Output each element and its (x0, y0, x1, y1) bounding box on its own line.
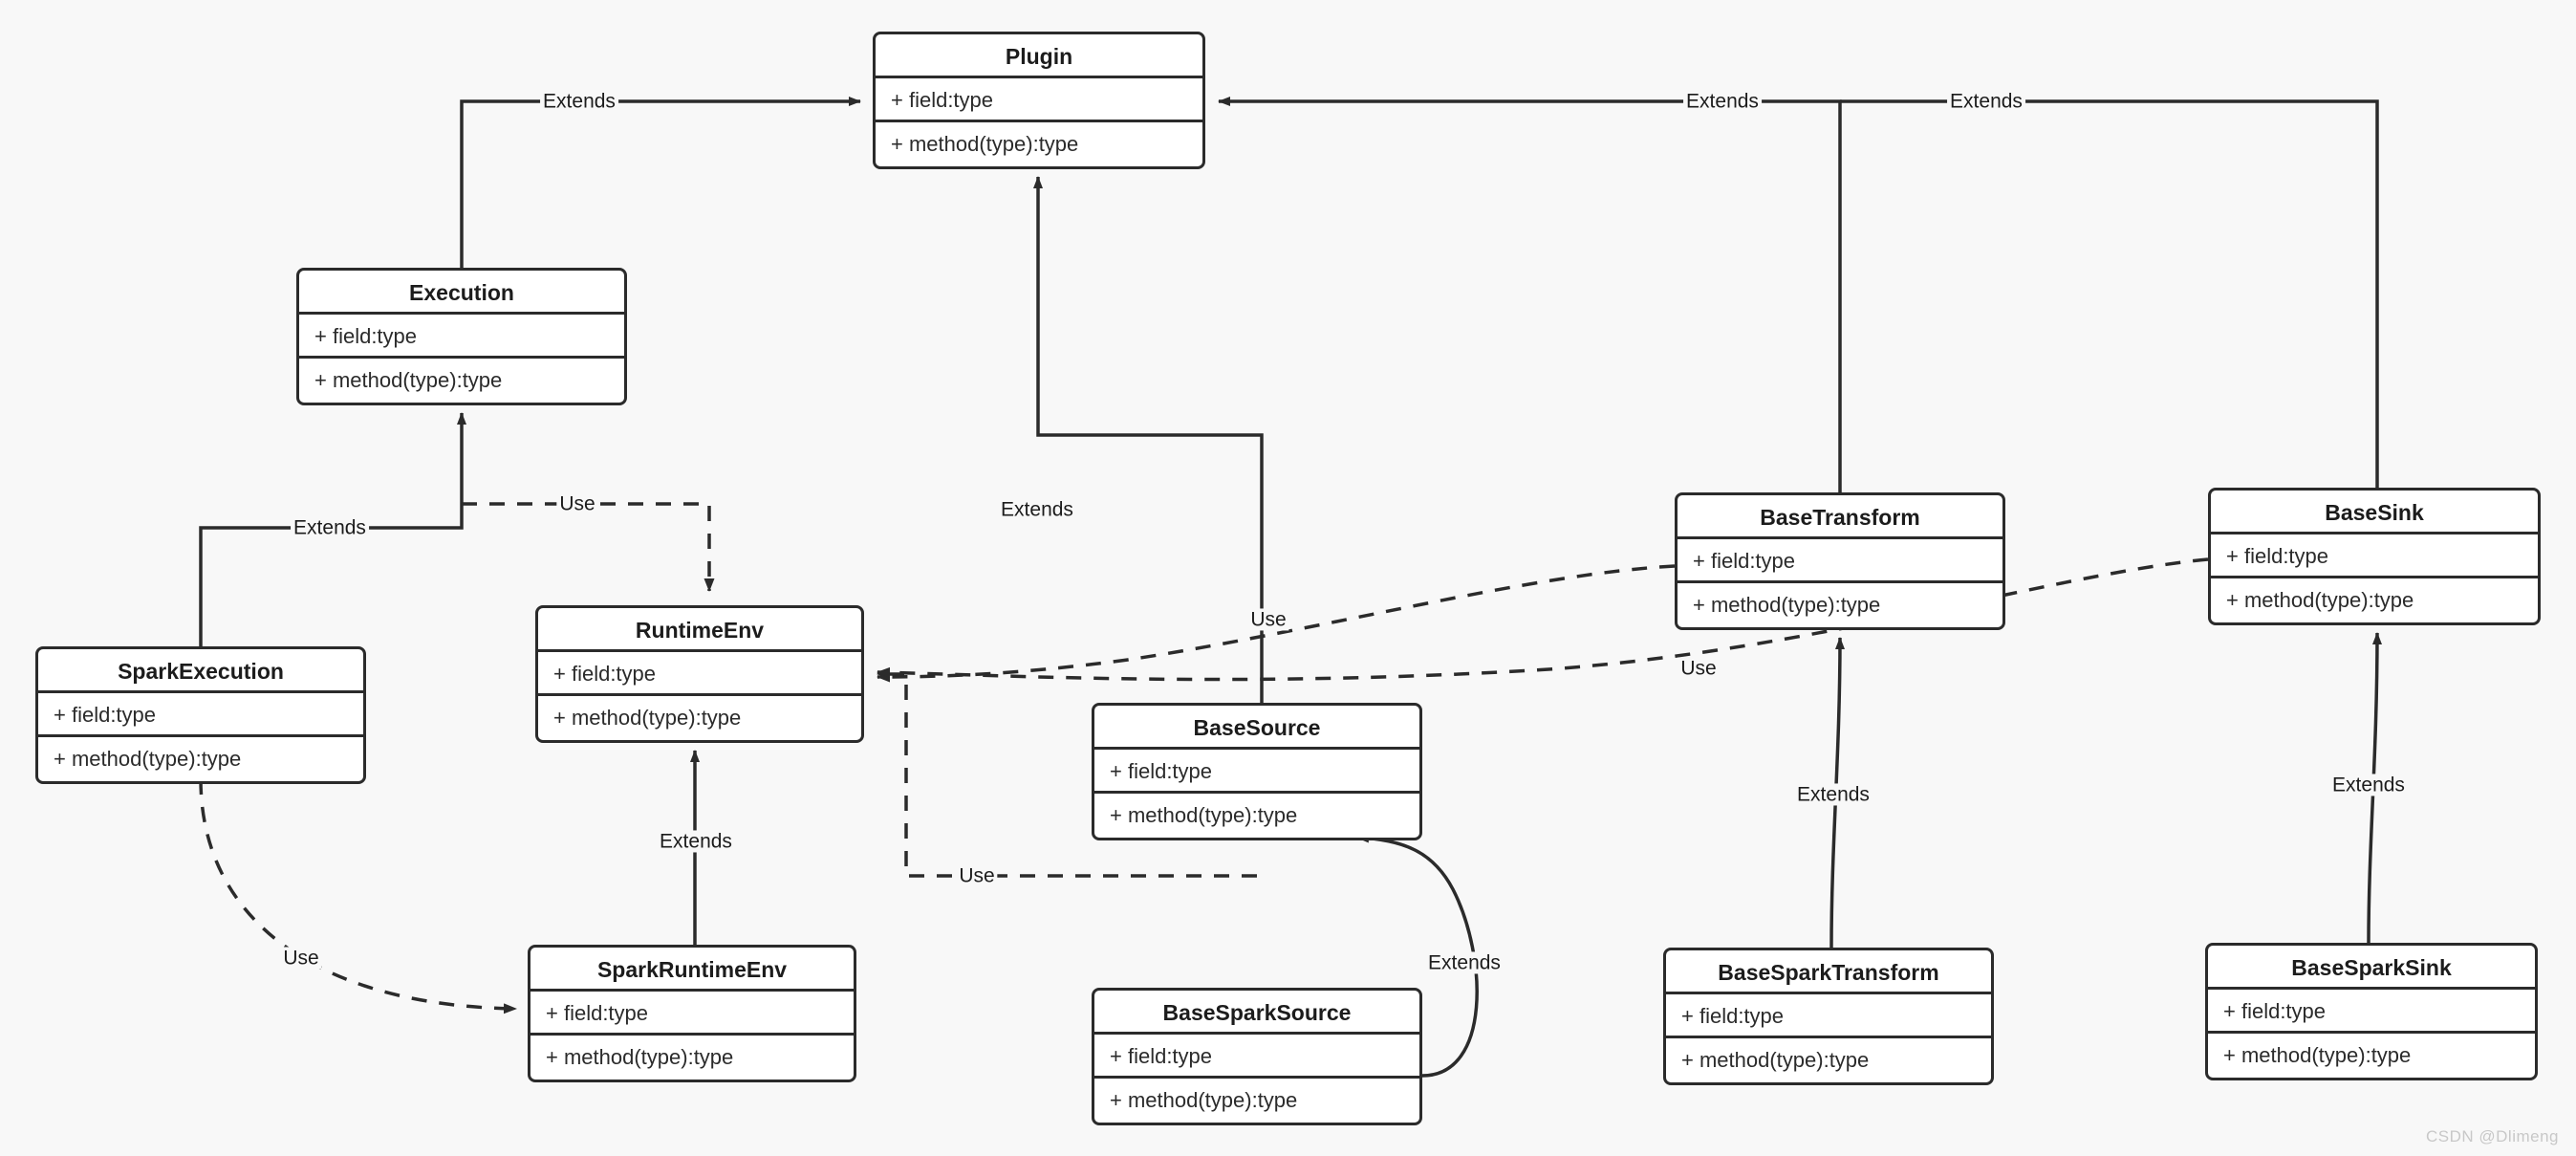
class-method-row: + method(type):type (546, 1045, 734, 1069)
edge-basesparksource-extends-basesource (1356, 833, 1479, 1078)
class-field-row: + field:type (1678, 539, 2002, 583)
class-field-row: + field:type (876, 78, 1202, 122)
class-title: BaseSparkSink (2208, 946, 2535, 990)
edge-label-basesparktransform-extends-basetransform: Extends (1794, 783, 1872, 806)
class-field-row: + field:type (530, 992, 854, 1036)
edge-basesource-use-runtimeenv (877, 668, 1257, 878)
class-method-row: + method(type):type (1681, 1048, 1870, 1072)
edge-label-basesink-extends-plugin: Extends (1947, 90, 2025, 113)
class-box-base-spark-source[interactable]: BaseSparkSource + field:type + method(ty… (1092, 988, 1422, 1125)
class-method-row: + method(type):type (314, 368, 503, 392)
watermark: CSDN @Dlimeng (2425, 1127, 2559, 1145)
class-method-row: + method(type):type (54, 747, 242, 771)
class-box-execution[interactable]: Execution + field:type + method(type):ty… (296, 268, 627, 405)
class-box-base-transform[interactable]: BaseTransform + field:type + method(type… (1675, 492, 2005, 630)
edge-basesource-extends-plugin (1033, 176, 1264, 703)
edge-label-execution-use-runtimeenv: Use (556, 492, 598, 515)
class-method-row: + method(type):type (553, 706, 742, 730)
edge-basesink-extends-plugin (1840, 99, 2379, 488)
class-box-base-spark-sink[interactable]: BaseSparkSink + field:type + method(type… (2205, 943, 2538, 1080)
class-title: BaseTransform (1678, 495, 2002, 539)
edge-basesink-use-runtimeenv (877, 557, 2209, 682)
edge-label-basesparksource-extends-basesource: Extends (1425, 951, 1504, 974)
class-box-base-source[interactable]: BaseSource + field:type + method(type):t… (1092, 703, 1422, 840)
class-method-row: + method(type):type (2226, 588, 2414, 612)
class-field-row: + field:type (538, 652, 861, 696)
class-field-row: + field:type (1094, 750, 1419, 794)
class-box-plugin[interactable]: Plugin + field:type + method(type):type (873, 32, 1205, 169)
class-title: RuntimeEnv (538, 608, 861, 652)
class-title: BaseSink (2211, 491, 2538, 534)
class-title: BaseSource (1094, 706, 1419, 750)
edge-label-sparkexecution-use-sparkruntimeenv: Use (280, 947, 322, 970)
class-method-row: + method(type):type (891, 132, 1079, 156)
class-field-row: + field:type (1666, 994, 1991, 1038)
class-field-row: + field:type (2211, 534, 2538, 578)
class-title: SparkRuntimeEnv (530, 948, 854, 992)
edge-label-basetransform-extends-plugin: Extends (1683, 90, 1762, 113)
class-field-row: + field:type (2208, 990, 2535, 1034)
class-field-row: + field:type (1094, 1035, 1419, 1079)
class-title: Plugin (876, 34, 1202, 78)
edge-label-sparkruntimeenv-extends-runtimeenv: Extends (657, 830, 735, 853)
edge-label-basesource-use-runtimeenv: Use (956, 864, 998, 887)
class-title: Execution (299, 271, 624, 315)
class-box-base-spark-transform[interactable]: BaseSparkTransform + field:type + method… (1663, 948, 1994, 1085)
edge-basetransform-extends-plugin (1218, 97, 1842, 492)
edge-sparkexecution-use-sparkruntimeenv (199, 778, 517, 1014)
class-box-spark-execution[interactable]: SparkExecution + field:type + method(typ… (35, 646, 366, 784)
class-field-row: + field:type (38, 693, 363, 737)
edge-execution-extends-plugin (460, 97, 861, 268)
edge-label-execution-extends-plugin: Extends (540, 90, 618, 113)
class-title: BaseSparkTransform (1666, 950, 1991, 994)
class-method-row: + method(type):type (1110, 1088, 1298, 1112)
edge-label-basesparksink-extends-basesink: Extends (2329, 774, 2408, 796)
class-box-spark-runtime-env[interactable]: SparkRuntimeEnv + field:type + method(ty… (528, 945, 856, 1082)
edge-label-basesink-use-runtimeenv: Use (1678, 657, 1720, 680)
edge-label-basesource-extends-plugin: Extends (998, 498, 1076, 521)
class-title: BaseSparkSource (1094, 991, 1419, 1035)
edge-label-basetransform-use-runtimeenv: Use (1247, 608, 1289, 631)
class-box-runtime-env[interactable]: RuntimeEnv + field:type + method(type):t… (535, 605, 864, 743)
edge-label-sparkexecution-extends-execution: Extends (291, 516, 369, 539)
class-method-row: + method(type):type (1110, 803, 1298, 827)
class-method-row: + method(type):type (2223, 1043, 2412, 1067)
edge-execution-use-runtimeenv (462, 502, 715, 592)
class-method-row: + method(type):type (1693, 593, 1881, 617)
class-field-row: + field:type (299, 315, 624, 359)
class-title: SparkExecution (38, 649, 363, 693)
class-box-base-sink[interactable]: BaseSink + field:type + method(type):typ… (2208, 488, 2541, 625)
